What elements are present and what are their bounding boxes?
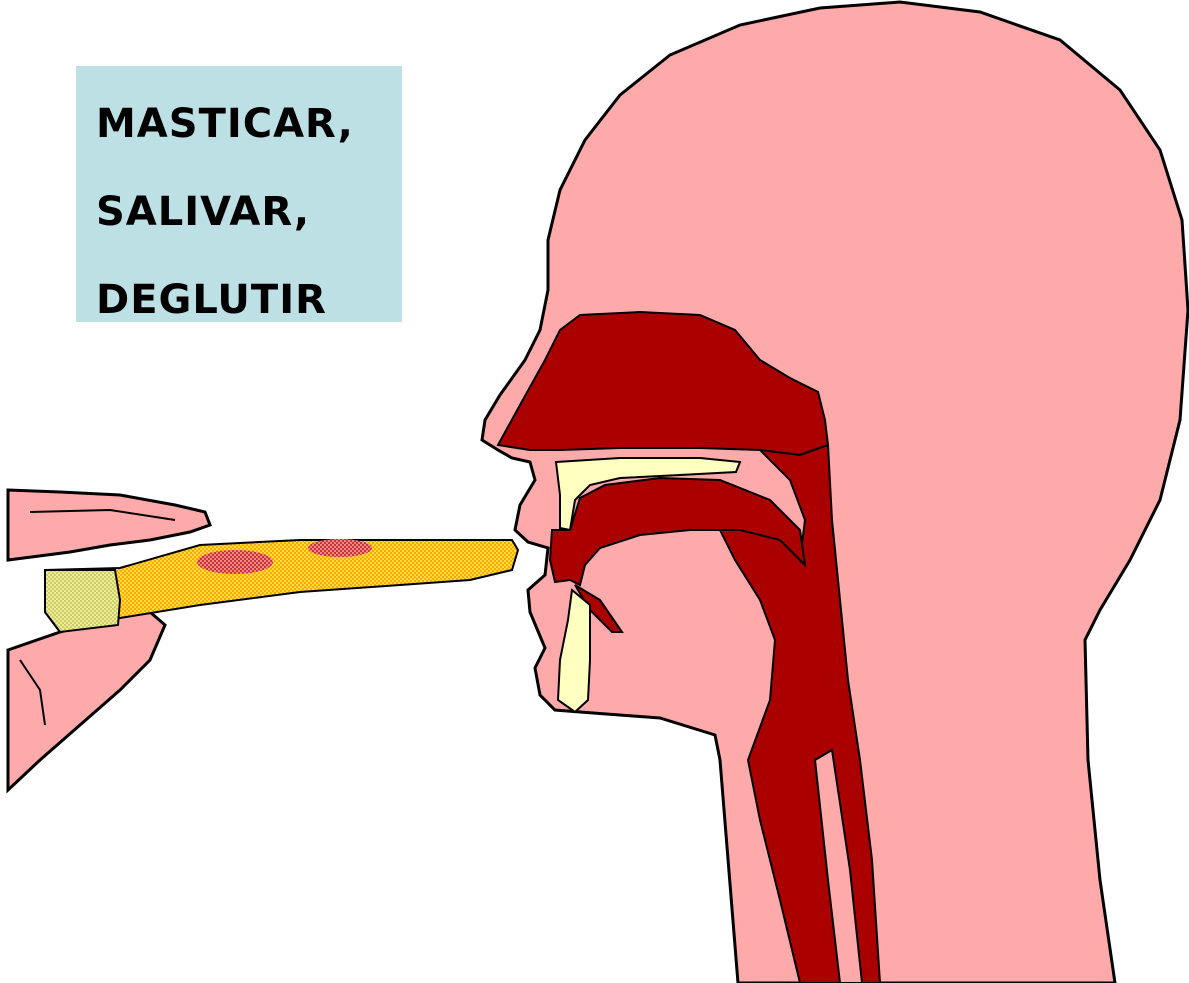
hand-icon	[8, 490, 210, 790]
caption-line-3: DEGLUTIR	[96, 256, 402, 344]
hand-upper	[8, 490, 210, 560]
caption-line-1: MASTICAR,	[96, 80, 402, 168]
topping-1	[197, 550, 273, 574]
caption-box: MASTICAR, SALIVAR, DEGLUTIR	[76, 66, 402, 322]
food-end	[45, 570, 120, 632]
head-profile-icon	[482, 2, 1188, 983]
hand-lower	[8, 612, 165, 790]
food-icon	[45, 539, 518, 632]
caption-line-2: SALIVAR,	[96, 168, 402, 256]
topping-2	[308, 539, 372, 557]
